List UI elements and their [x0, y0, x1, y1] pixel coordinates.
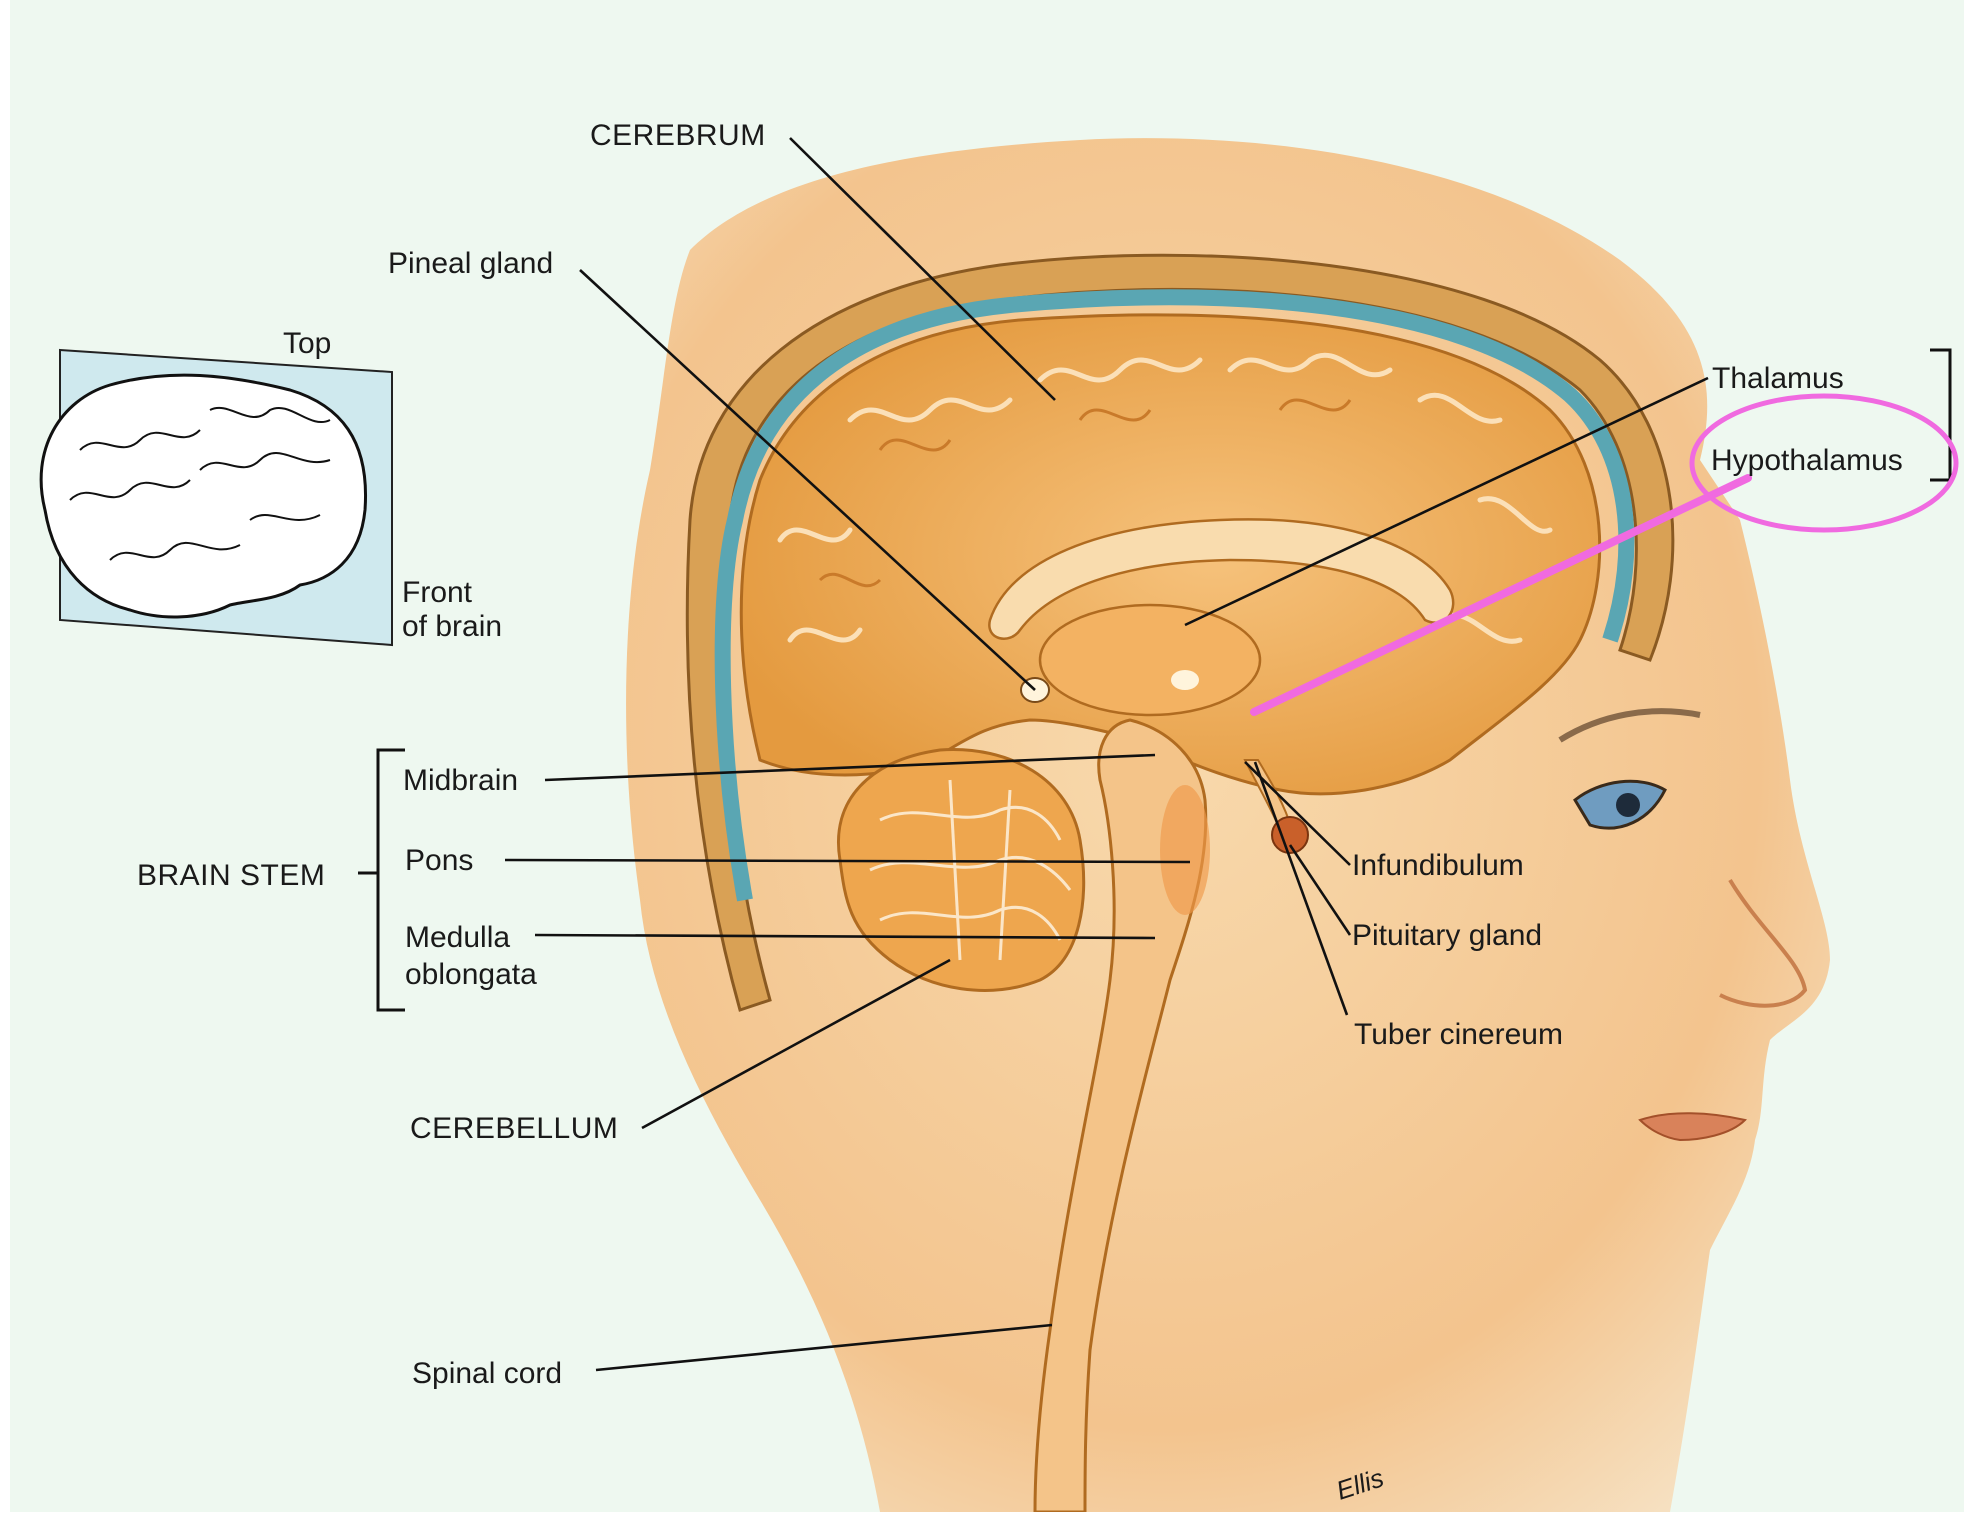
orientation-inset — [41, 350, 392, 645]
label-infundibulum: Infundibulum — [1352, 849, 1524, 882]
label-hypothalamus: Hypothalamus — [1711, 444, 1903, 477]
label-top: Top — [283, 327, 331, 360]
label-spinal-cord: Spinal cord — [412, 1357, 562, 1390]
label-cerebrum: CEREBRUM — [590, 119, 766, 152]
pupil — [1616, 793, 1640, 817]
thalamus-region — [1040, 605, 1260, 715]
label-brain-stem: BRAIN STEM — [137, 859, 325, 892]
label-front-line2: of brain — [402, 610, 502, 643]
label-front-line1: Front — [402, 576, 473, 609]
label-pineal-gland: Pineal gland — [388, 247, 553, 280]
label-thalamus: Thalamus — [1712, 362, 1844, 395]
label-medulla-line1: Medulla — [405, 921, 510, 954]
interthalamic-adhesion — [1171, 670, 1199, 690]
label-medulla-line2: oblongata — [405, 958, 537, 991]
inset-brain-outline — [41, 375, 365, 617]
label-tuber-cinereum: Tuber cinereum — [1354, 1018, 1563, 1051]
label-pons: Pons — [405, 844, 473, 877]
pons-shading — [1160, 785, 1210, 915]
label-pituitary-gland: Pituitary gland — [1352, 919, 1542, 952]
label-cerebellum: CEREBELLUM — [410, 1112, 618, 1145]
label-midbrain: Midbrain — [403, 764, 518, 797]
